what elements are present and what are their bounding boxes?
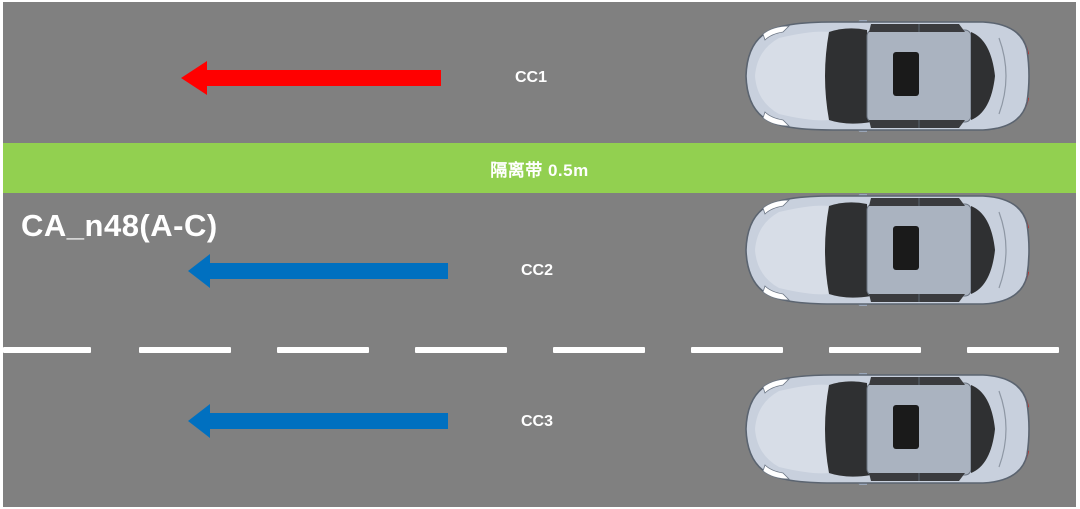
lane-dash <box>829 347 921 353</box>
median-label: 隔离带 0.5m <box>490 160 589 180</box>
vehicle-cc1 <box>743 20 1033 132</box>
vehicle-cc2 <box>743 194 1033 306</box>
vehicle-cc3 <box>743 373 1033 485</box>
lane-dash <box>967 347 1059 353</box>
direction-arrow-cc3 <box>188 404 448 438</box>
arrow-shape-cc3 <box>188 404 448 438</box>
lane-marking-dashed <box>3 347 1076 353</box>
direction-arrow-cc1 <box>181 61 441 95</box>
lane-label-cc1: CC1 <box>515 69 548 86</box>
median-strip: 隔离带 0.5m <box>3 143 1076 193</box>
lane-dash <box>277 347 369 353</box>
arrow-shape-cc2 <box>188 254 448 288</box>
lane-dash <box>553 347 645 353</box>
direction-arrow-cc2 <box>188 254 448 288</box>
arrow-shape-cc1 <box>181 61 441 95</box>
lane-dash <box>139 347 231 353</box>
lane-label-cc2: CC2 <box>521 262 554 279</box>
road-scene: CC1 隔离带 0.5m CA_n48(A-C) CC2 CC3 <box>3 2 1076 507</box>
lane-dash <box>691 347 783 353</box>
lane-label-cc3: CC3 <box>521 413 554 430</box>
lane-dash <box>3 347 91 353</box>
scenario-id: CA_n48(A-C) <box>21 208 218 243</box>
lane-dash <box>415 347 507 353</box>
